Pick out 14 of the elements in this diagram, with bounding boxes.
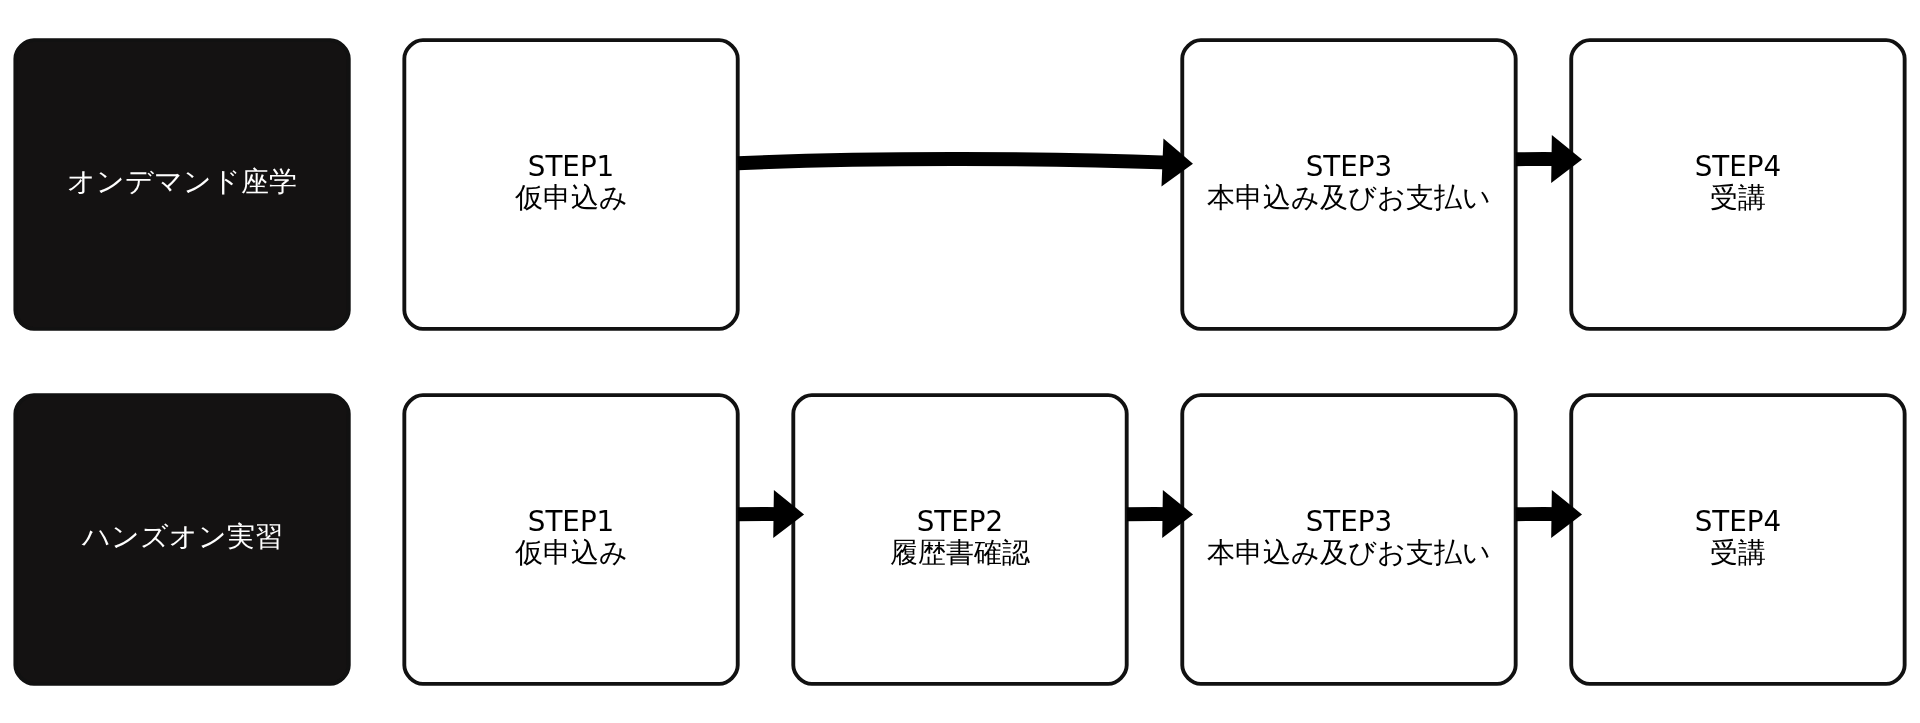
- node-box: STEP3 本申込み及びお支払い: [1180, 392, 1518, 686]
- node-box: オンデマンド座学: [13, 37, 351, 331]
- node-box: STEP1 仮申込み: [402, 392, 740, 686]
- arrow: [1126, 489, 1194, 538]
- node-box: STEP4 受講: [1569, 392, 1907, 686]
- arrow: [1515, 489, 1582, 538]
- arrow: [737, 137, 1193, 186]
- node-box: STEP3 本申込み及びお支払い: [1180, 37, 1518, 331]
- node-box: ハンズオン実習: [13, 392, 351, 686]
- arrow: [737, 489, 805, 538]
- node-box: STEP4 受講: [1569, 37, 1907, 331]
- arrow: [1515, 134, 1582, 183]
- node-box: STEP1 仮申込み: [402, 37, 740, 331]
- node-box: STEP2 履歴書確認: [791, 392, 1129, 686]
